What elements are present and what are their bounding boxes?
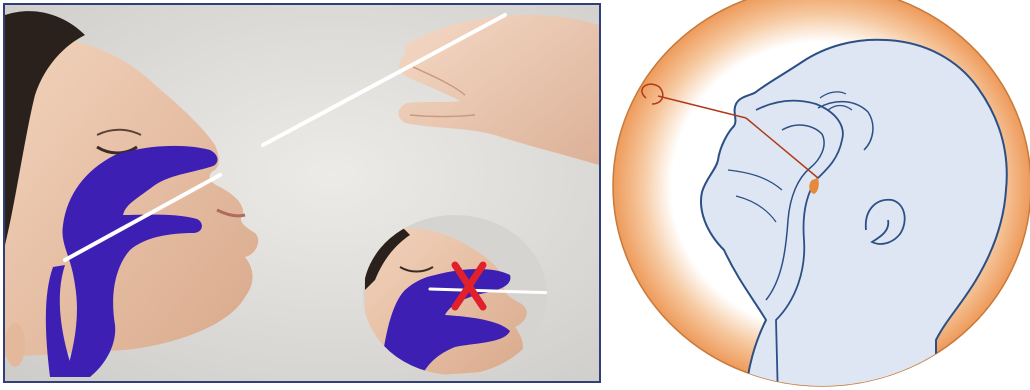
swab-photo-panel [3, 3, 601, 383]
ear [5, 323, 25, 367]
head-section-panel [606, 0, 1030, 390]
head-section-diagram [606, 0, 1030, 390]
swab-photo-illustration [5, 5, 599, 381]
